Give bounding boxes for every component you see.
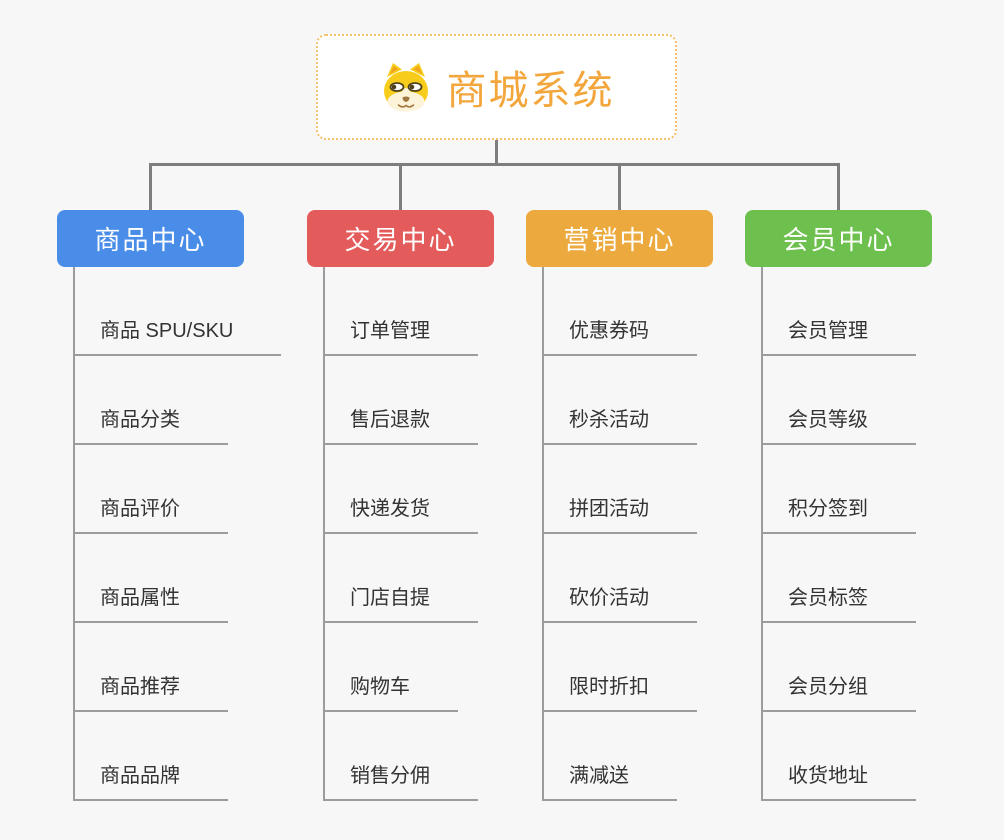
leaf-node[interactable]: 积分签到 xyxy=(761,490,916,534)
leaf-node[interactable]: 售后退款 xyxy=(323,401,478,445)
leaf-node[interactable]: 优惠券码 xyxy=(542,312,697,356)
leaf-node[interactable]: 会员分组 xyxy=(761,668,916,712)
leaf-node[interactable]: 商品品牌 xyxy=(73,757,228,801)
leaf-node[interactable]: 商品评价 xyxy=(73,490,228,534)
leaf-node[interactable]: 秒杀活动 xyxy=(542,401,697,445)
root-connector-line xyxy=(495,140,498,165)
leaf-node[interactable]: 快递发货 xyxy=(323,490,478,534)
branch-drop-line xyxy=(149,163,152,210)
leaf-node[interactable]: 收货地址 xyxy=(761,757,916,801)
branch-trunk-line xyxy=(761,267,763,801)
branch-drop-line xyxy=(399,163,402,210)
leaf-node[interactable]: 会员标签 xyxy=(761,579,916,623)
branch-node-member-center[interactable]: 会员中心 xyxy=(745,210,932,267)
branch-drop-line xyxy=(618,163,621,210)
branch-trunk-line xyxy=(542,267,544,801)
leaf-node[interactable]: 门店自提 xyxy=(323,579,478,623)
leaf-node[interactable]: 砍价活动 xyxy=(542,579,697,623)
shiba-dog-icon xyxy=(383,63,428,112)
branch-node-trade-center[interactable]: 交易中心 xyxy=(307,210,494,267)
leaf-node[interactable]: 订单管理 xyxy=(323,312,478,356)
leaf-node[interactable]: 会员管理 xyxy=(761,312,916,356)
branch-drop-line xyxy=(837,163,840,210)
leaf-node[interactable]: 会员等级 xyxy=(761,401,916,445)
leaf-node[interactable]: 拼团活动 xyxy=(542,490,697,534)
leaf-node[interactable]: 商品分类 xyxy=(73,401,228,445)
leaf-node[interactable]: 满减送 xyxy=(542,757,677,801)
branch-trunk-line xyxy=(73,267,75,801)
leaf-node[interactable]: 商品 SPU/SKU xyxy=(73,312,282,356)
branch-trunk-line xyxy=(323,267,325,801)
main-horizontal-connector xyxy=(150,163,839,166)
leaf-node[interactable]: 限时折扣 xyxy=(542,668,697,712)
leaf-node[interactable]: 购物车 xyxy=(323,668,458,712)
leaf-node[interactable]: 销售分佣 xyxy=(323,757,478,801)
leaf-node[interactable]: 商品推荐 xyxy=(73,668,228,712)
branch-node-marketing-center[interactable]: 营销中心 xyxy=(526,210,713,267)
root-node-title: 商城系统 xyxy=(446,69,615,113)
branch-node-product-center[interactable]: 商品中心 xyxy=(57,210,244,267)
root-node[interactable]: 商城系统 xyxy=(316,34,677,140)
leaf-node[interactable]: 商品属性 xyxy=(73,579,228,623)
